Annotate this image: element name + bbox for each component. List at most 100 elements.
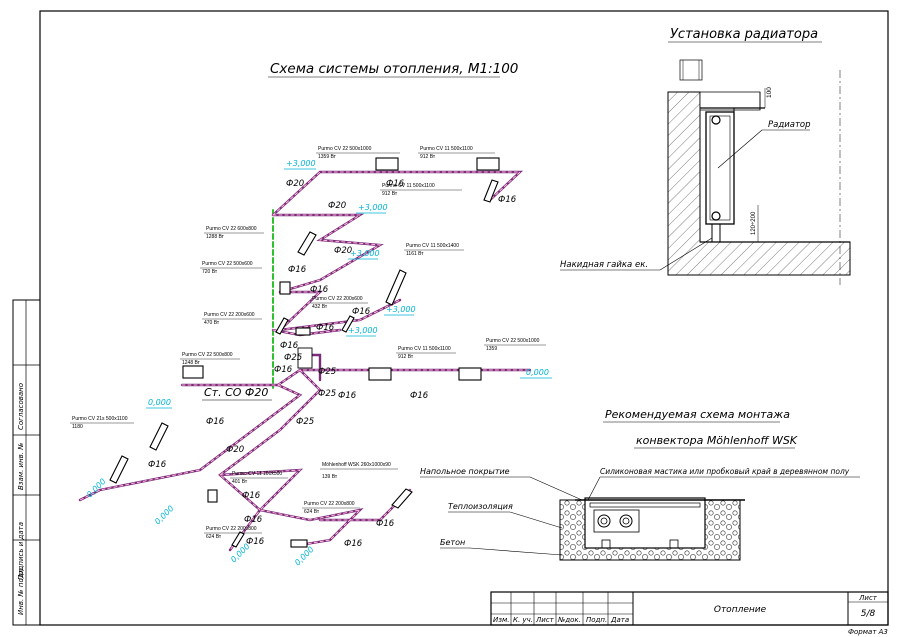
dim-top: 100 (766, 87, 773, 98)
rad-r7-power: 432 Вт (312, 304, 328, 310)
radiator-r14-symbol (391, 488, 413, 509)
pipe-p5: Ф16 (386, 179, 405, 189)
rad-r13-power: 401 Вт (232, 479, 248, 485)
elev-e1: +3,000 (286, 159, 316, 168)
pipe-q1: Ф25 (284, 353, 302, 363)
pipe-p13: Ф16 (338, 391, 357, 401)
elev-e2: +3,000 (358, 203, 388, 212)
pipe-p21: Ф16 (344, 539, 363, 549)
rad-r14-power: 139 Вт (322, 474, 338, 480)
radiator-r12b-symbol (109, 455, 129, 484)
radiator-r1-symbol (375, 157, 399, 171)
elev-z6: 0,000 (293, 545, 316, 568)
rad-r11-power: 1359 (486, 346, 497, 352)
convector-title-2: конвектора Möhlenhoff WSK (636, 434, 798, 447)
rad-r8-model: Purmo CV 22 200x600 (204, 312, 255, 318)
rad-r10-power: 912 Вт (398, 354, 414, 360)
stamp-col-ndok: №док. (557, 616, 581, 624)
rad-r14-model: Möhlenhoff WSK 260x1000x90 (322, 462, 391, 468)
side-label-sign: Подпись и дата (17, 522, 25, 580)
rad-r1-power: 1359 Вт (318, 154, 337, 160)
rad-r4-model: Purmo CV 22 600x800 (206, 226, 257, 232)
rad-r6-power: 720 Вт (202, 269, 218, 275)
rad-r11-model: Purmo CV 22 500x1000 (486, 338, 540, 344)
pipe-q2: Ф25 (318, 367, 336, 377)
rad-r3-power: 912 Вт (382, 191, 398, 197)
rad-r9-power: 1248 Вт (182, 360, 201, 366)
rad-r6-model: Purmo CV 22 500x600 (202, 261, 253, 267)
stamp-col-kuch: К. уч. (513, 616, 533, 624)
stamp-format: Формат А3 (848, 628, 888, 636)
rad-r12-power: 1180 (72, 424, 83, 430)
elev-e3: +3,000 (350, 249, 380, 258)
rad-r15-power: 624 Вт (304, 509, 320, 515)
sealant-callout: Силиконовая мастика или пробковый край в… (600, 467, 850, 476)
side-label-agreed: Согласовано (17, 383, 25, 430)
pipe-p17: Ф16 (242, 491, 261, 501)
convector-title-1: Рекомендуемая схема монтажа (605, 408, 790, 421)
rad-r5-model: Purmo CV 11 500x1400 (406, 243, 459, 249)
radiator-r12-symbol (149, 422, 169, 451)
radiator-r2-symbol (476, 157, 500, 171)
radiator-r9-symbol (182, 365, 204, 379)
pipe-p15: Ф16 (206, 417, 225, 427)
pipe-q3: Ф25 (318, 389, 336, 399)
radiator-labels: Purmo CV 22 500x1000 1359 Вт Purmo CV 11… (70, 146, 546, 540)
pipe-p11: Ф16 (280, 341, 299, 351)
rad-r4-power: 1288 Вт (206, 234, 225, 240)
radiator-r13-symbol (207, 489, 218, 503)
title-block: Изм. К. уч. Лист №док. Подп. Дата Отопле… (490, 591, 889, 636)
elev-z4: 0,000 (153, 504, 176, 527)
radiator-r8-symbol (295, 327, 311, 336)
rad-r7-model: Purmo CV 22 200x600 (312, 296, 363, 302)
floor-callout: Напольное покрытие (420, 467, 510, 476)
radiator-install-title: Установка радиатора (670, 27, 818, 42)
rad-r13-model: Purmo CV 11 100x500 (232, 471, 282, 477)
pipe-p4: Ф20 (226, 445, 244, 455)
stamp-sheet-label: Лист (858, 594, 878, 602)
side-stamp: Инв. № подл. Подпись и дата Взам. инв. №… (12, 299, 41, 626)
radiator-r10-symbol (368, 367, 392, 381)
insulation-callout: Теплоизоляция (448, 502, 513, 511)
rad-r16-model: Purmo CV 22 200x800 (206, 526, 257, 532)
radiator-r11-symbol (458, 367, 482, 381)
convector-detail: Напольное покрытие Силиконовая мастика и… (420, 467, 860, 561)
sheet-frame (39, 10, 889, 626)
rad-r1-model: Purmo CV 22 500x1000 (318, 146, 372, 152)
radiator-callout: Радиатор (768, 120, 811, 130)
stamp-col-list: Лист (535, 616, 555, 624)
pipe-p1: Ф20 (286, 179, 304, 189)
stamp-col-izm: Изм. (493, 616, 509, 624)
stamp-title: Отопление (714, 605, 767, 615)
elev-z1: 0,000 (526, 368, 549, 377)
radiator-r8b-symbol (275, 317, 289, 335)
elev-z2: 0,000 (148, 398, 171, 407)
dim-bottom: 120÷200 (751, 211, 757, 235)
riser-label: Ст. СО Ф20 (204, 386, 268, 399)
radiator-r3-symbol (483, 179, 499, 203)
pipe-p20: Ф16 (246, 537, 265, 547)
rad-r8-power: 470 Вт (204, 320, 220, 326)
radiator-r6-symbol (279, 281, 291, 295)
side-label-inv: Инв. № подл. (17, 567, 25, 615)
rad-r3-model: Purmo CV 11 500x1100 (382, 183, 435, 189)
elev-e5: +3,000 (348, 326, 378, 335)
pipe-p6: Ф16 (498, 195, 517, 205)
scheme-title: Схема системы отопления, М1:100 (270, 61, 518, 77)
pipe-p10: Ф16 (316, 323, 335, 333)
pipe-p7: Ф16 (288, 265, 307, 275)
pipe-p3: Ф20 (334, 246, 352, 256)
pipe-p12: Ф16 (274, 365, 293, 375)
rad-r16-power: 624 Вт (206, 534, 222, 540)
radiator-r15-symbol (290, 539, 308, 548)
pipe-p19: Ф16 (376, 519, 395, 529)
rad-r9-model: Purmo CV 22 500x800 (182, 352, 233, 358)
concrete-callout: Бетон (440, 538, 465, 547)
radiator-r7-symbol (341, 315, 355, 333)
pipe-p8: Ф16 (310, 285, 329, 295)
pipe-p18: Ф16 (244, 515, 263, 525)
stamp-sheet-value: 5/8 (861, 609, 876, 619)
nut-callout: Накидная гайка ек. (560, 260, 648, 270)
radiator-r5-symbol (385, 269, 407, 306)
pipe-p9: Ф16 (352, 307, 371, 317)
